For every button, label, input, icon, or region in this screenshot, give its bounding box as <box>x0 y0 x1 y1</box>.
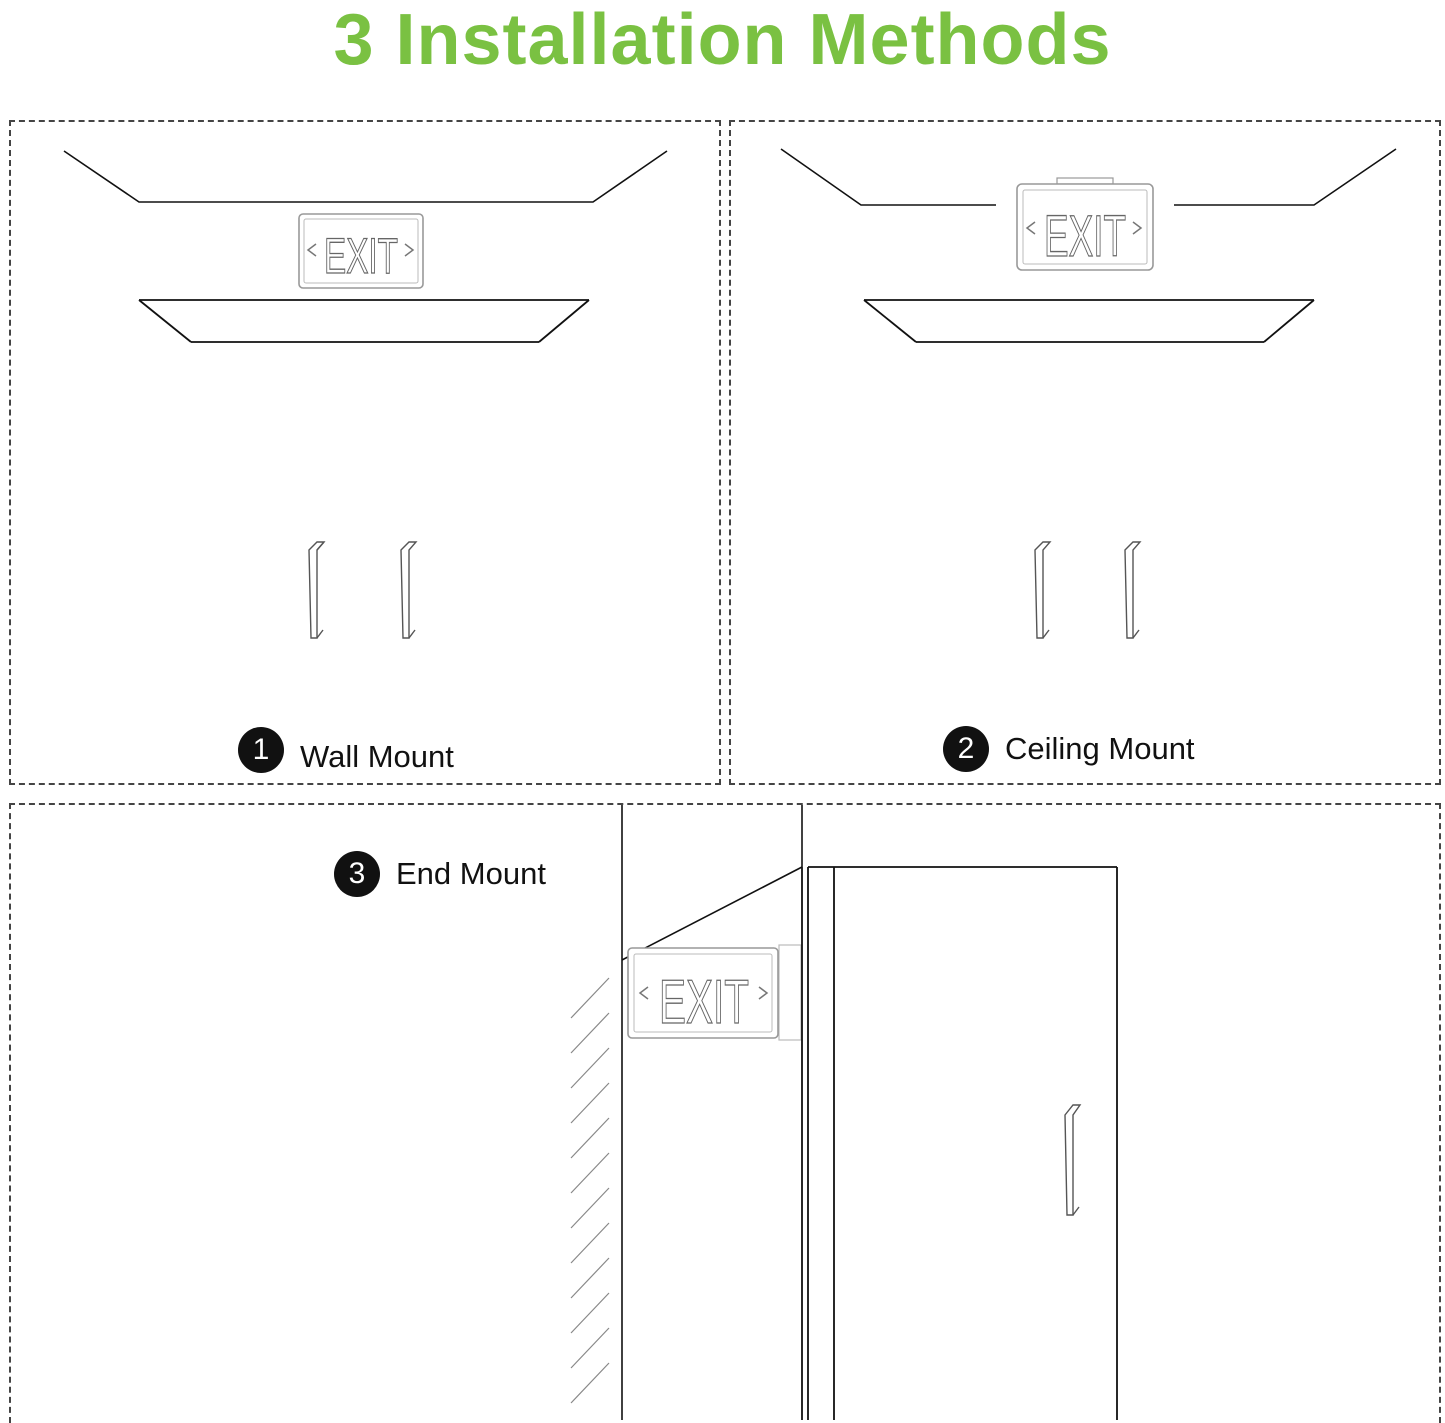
exit-sign-icon: EXIT <box>298 213 424 289</box>
single-door-icon <box>801 866 1118 1420</box>
method-name: End Mount <box>396 856 546 891</box>
end-mount-illustration: EXIT <box>570 805 1118 1420</box>
end-mount-label: 3 End Mount <box>334 851 546 897</box>
exit-sign-icon: EXIT <box>1016 177 1154 271</box>
exit-sign-text: EXIT <box>1044 204 1126 269</box>
page-title: 3 Installation Methods <box>333 0 1112 80</box>
step-number-badge: 2 <box>943 726 989 772</box>
step-number-badge: 1 <box>238 727 284 773</box>
door-handle-icon <box>308 541 418 639</box>
exit-sign-icon: EXIT <box>627 944 802 1041</box>
ceiling-mount-illustration: EXIT <box>780 148 1397 722</box>
wall-mount-illustration: EXIT <box>63 150 668 722</box>
wall-mount-panel: EXIT 1 Wall Mount <box>9 120 721 785</box>
double-door-icon <box>138 299 590 722</box>
exit-sign-text: EXIT <box>659 968 749 1037</box>
door-handle-icon <box>1064 1104 1082 1216</box>
wall-hatch-icon <box>570 977 610 1404</box>
ceiling-line <box>780 148 1397 206</box>
door-handle-icon <box>1034 541 1142 639</box>
wall-lines <box>621 805 803 1420</box>
exit-sign-text: EXIT <box>324 228 398 284</box>
method-name: Ceiling Mount <box>1005 731 1195 766</box>
double-door-icon <box>863 299 1315 722</box>
step-number-badge: 3 <box>334 851 380 897</box>
ceiling-line <box>63 150 668 203</box>
ceiling-mount-panel: EXIT 2 Ceiling Mount <box>729 120 1441 785</box>
method-name: Wall Mount <box>300 739 454 774</box>
end-mount-panel: EXIT 3 End Mount <box>9 803 1441 1423</box>
wall-mount-label: 1 Wall Mount <box>238 725 454 775</box>
ceiling-mount-label: 2 Ceiling Mount <box>943 726 1195 772</box>
